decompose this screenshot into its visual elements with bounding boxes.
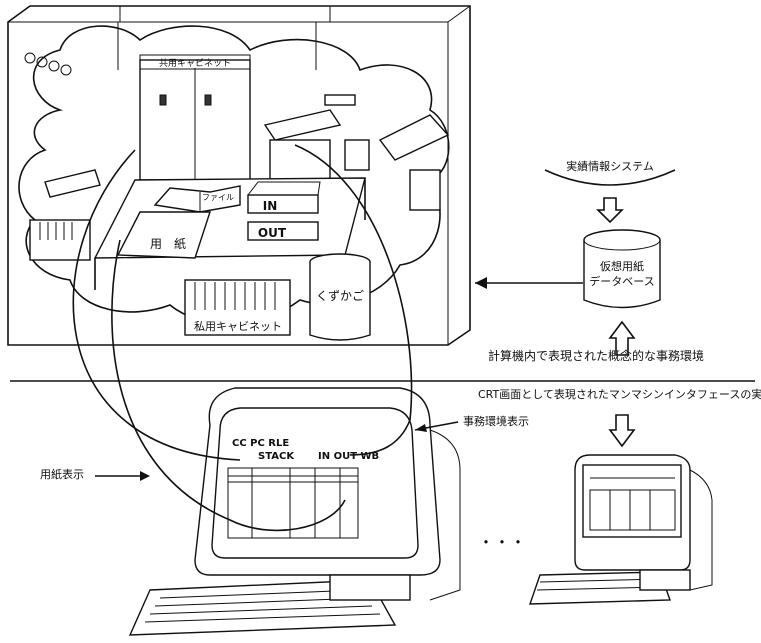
performance-system-label: 実績情報システム — [566, 159, 654, 173]
shared-cabinet: 共用キャビネット — [140, 55, 250, 180]
ellipsis: ・・・ — [478, 533, 526, 552]
shared-cabinet-label: 共用キャビネット — [159, 58, 231, 69]
private-cabinet-label: 私用キャビネット — [194, 320, 282, 333]
paper-display-label: 用紙表示 — [40, 467, 84, 481]
wastebasket: くずかご — [310, 254, 370, 340]
db-label-line1: 仮想用紙 — [600, 259, 644, 273]
file-label: ファイル — [202, 193, 234, 202]
main-terminal: CC PC RLE STACK IN OUT WB — [130, 388, 460, 635]
desk-left — [30, 170, 100, 260]
system-side: 実績情報システム 仮想用紙 データベース — [475, 159, 675, 446]
private-cabinet: 私用キャビネット — [185, 280, 290, 335]
in-label: IN — [263, 199, 278, 213]
crt-interface-label: CRT画面として表現されたマンマシンインタフェースの実際 — [478, 387, 761, 401]
paper-label: 用 紙 — [150, 236, 186, 251]
screen-menu-stack: STACK — [258, 451, 295, 462]
db-label-line2: データベース — [589, 274, 654, 288]
wastebasket-label: くずかご — [316, 288, 364, 303]
conceptual-env-label: 計算機内で表現された概念的な事務環境 — [488, 348, 704, 363]
small-terminal — [530, 455, 712, 604]
screen-menu-row1: CC PC RLE — [232, 438, 289, 449]
out-label: OUT — [258, 226, 287, 240]
virtual-paper-database: 仮想用紙 データベース — [584, 230, 660, 308]
wall-dots — [25, 53, 71, 75]
office-env-display-label: 事務環境表示 — [463, 414, 529, 428]
